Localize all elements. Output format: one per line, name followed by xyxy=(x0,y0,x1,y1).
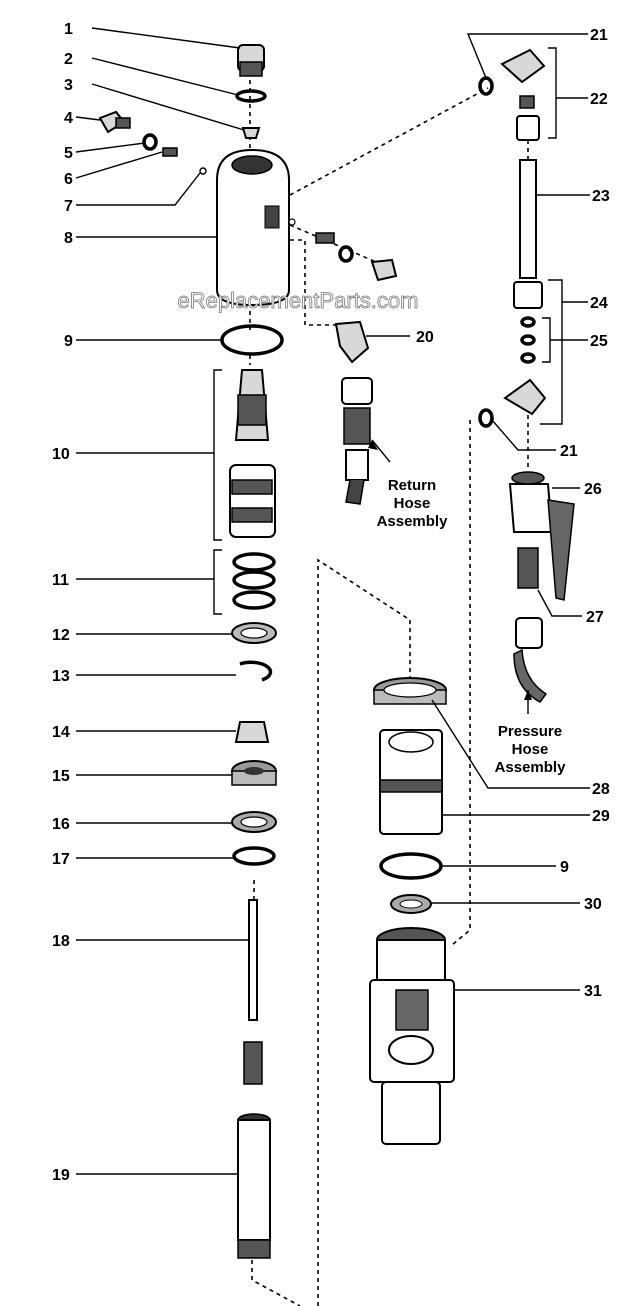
part-19-sleeve xyxy=(237,1113,271,1259)
part-10-valve-assembly xyxy=(229,369,276,538)
part-9-oring xyxy=(220,324,284,356)
part-27-nipple xyxy=(517,547,539,589)
callout-6: 6 xyxy=(64,171,73,188)
part-29-cylinder xyxy=(379,729,443,835)
callout-19: 19 xyxy=(52,1167,70,1184)
return-hose-line-2: Hose xyxy=(394,495,431,512)
callout-31: 31 xyxy=(584,983,602,1000)
part-14-nut xyxy=(234,721,270,743)
part-18-rod xyxy=(243,899,263,1085)
pressure-hose-line-1: Pressure xyxy=(498,723,562,740)
part-26-valve xyxy=(508,471,575,601)
callout-23: 23 xyxy=(592,188,610,205)
callout-28: 28 xyxy=(592,781,610,798)
callout-27: 27 xyxy=(586,609,604,626)
part-6-screw xyxy=(162,147,178,157)
callout-10: 10 xyxy=(52,446,70,463)
pressure-hose-line-2: Hose xyxy=(512,741,549,758)
return-hose-caption: Return Hose Assembly xyxy=(377,477,449,530)
part-11-ring-c xyxy=(232,590,276,610)
callout-16: 16 xyxy=(52,816,70,833)
callout-26: 26 xyxy=(584,481,602,498)
leader-lines xyxy=(75,27,590,1175)
callout-14: 14 xyxy=(52,724,70,741)
pressure-hose-assembly xyxy=(513,617,548,714)
callout-1: 1 xyxy=(64,21,73,38)
part-25-ferrule-c xyxy=(520,352,536,364)
callout-3: 3 xyxy=(64,77,73,94)
callout-24: 24 xyxy=(590,295,608,312)
callout-9-right: 9 xyxy=(560,859,569,876)
dashed-route-to-29 xyxy=(317,558,411,1306)
part-13-snap-ring xyxy=(239,660,273,682)
callout-8: 8 xyxy=(64,230,73,247)
part-9-oring-right xyxy=(379,852,443,880)
dashed-route-to-21 xyxy=(289,87,489,196)
callout-4: 4 xyxy=(64,110,73,127)
callout-29: 29 xyxy=(592,808,610,825)
part-15-packing xyxy=(231,760,277,786)
part-25-ferrule-a xyxy=(520,316,536,328)
part-20-elbow xyxy=(334,320,370,364)
callout-25: 25 xyxy=(590,333,608,350)
callout-21-bottom: 21 xyxy=(560,443,578,460)
dashed-route-to-20 xyxy=(290,239,345,326)
callout-20: 20 xyxy=(416,329,434,346)
callout-18: 18 xyxy=(52,933,70,950)
part-11-ring-a xyxy=(232,552,276,572)
callout-5: 5 xyxy=(64,145,73,162)
part-17-oring xyxy=(232,846,276,866)
part-24-nut xyxy=(513,281,543,309)
callout-21-top: 21 xyxy=(590,27,608,44)
part-31-pump-body xyxy=(369,927,455,1145)
callout-30: 30 xyxy=(584,896,602,913)
part-7-ball xyxy=(199,167,207,175)
callout-2: 2 xyxy=(64,51,73,68)
callout-7: 7 xyxy=(64,198,73,215)
callout-11: 11 xyxy=(52,572,69,589)
part-8-housing xyxy=(216,148,398,307)
pressure-hose-line-3: Assembly xyxy=(495,759,567,776)
part-23-tube xyxy=(519,159,537,279)
part-11-ring-b xyxy=(232,570,276,590)
part-4-plug xyxy=(98,110,131,134)
callout-12: 12 xyxy=(52,627,70,644)
pressure-hose-caption: Pressure Hose Assembly xyxy=(495,723,567,776)
part-22-elbow-fitting xyxy=(500,48,546,141)
part-1-cap xyxy=(237,44,265,77)
callout-22: 22 xyxy=(590,91,608,108)
callout-9-left: 9 xyxy=(64,333,73,350)
callout-15: 15 xyxy=(52,768,70,785)
axis-line-bottom xyxy=(251,1260,301,1306)
part-tee-fitting xyxy=(503,378,547,416)
part-21-washer-bottom xyxy=(478,408,494,428)
part-25-ferrule-b xyxy=(520,334,536,346)
dashed-route-to-31 xyxy=(451,420,471,946)
part-5-washer xyxy=(142,133,158,151)
dashed-route-side-plug xyxy=(289,224,391,269)
return-hose-assembly xyxy=(341,377,391,505)
callout-17: 17 xyxy=(52,851,70,868)
return-hose-line-1: Return xyxy=(388,477,436,494)
part-28-ring xyxy=(373,677,447,705)
watermark: eReplacementParts.com xyxy=(178,288,419,313)
return-hose-line-3: Assembly xyxy=(377,513,449,530)
part-21-washer-top xyxy=(478,76,494,96)
callout-numbers: 1 2 3 4 5 6 7 8 9 10 11 12 13 14 15 16 1… xyxy=(52,21,610,1184)
callout-13: 13 xyxy=(52,668,70,685)
part-2-washer xyxy=(235,89,267,103)
part-3-fitting xyxy=(241,127,261,139)
